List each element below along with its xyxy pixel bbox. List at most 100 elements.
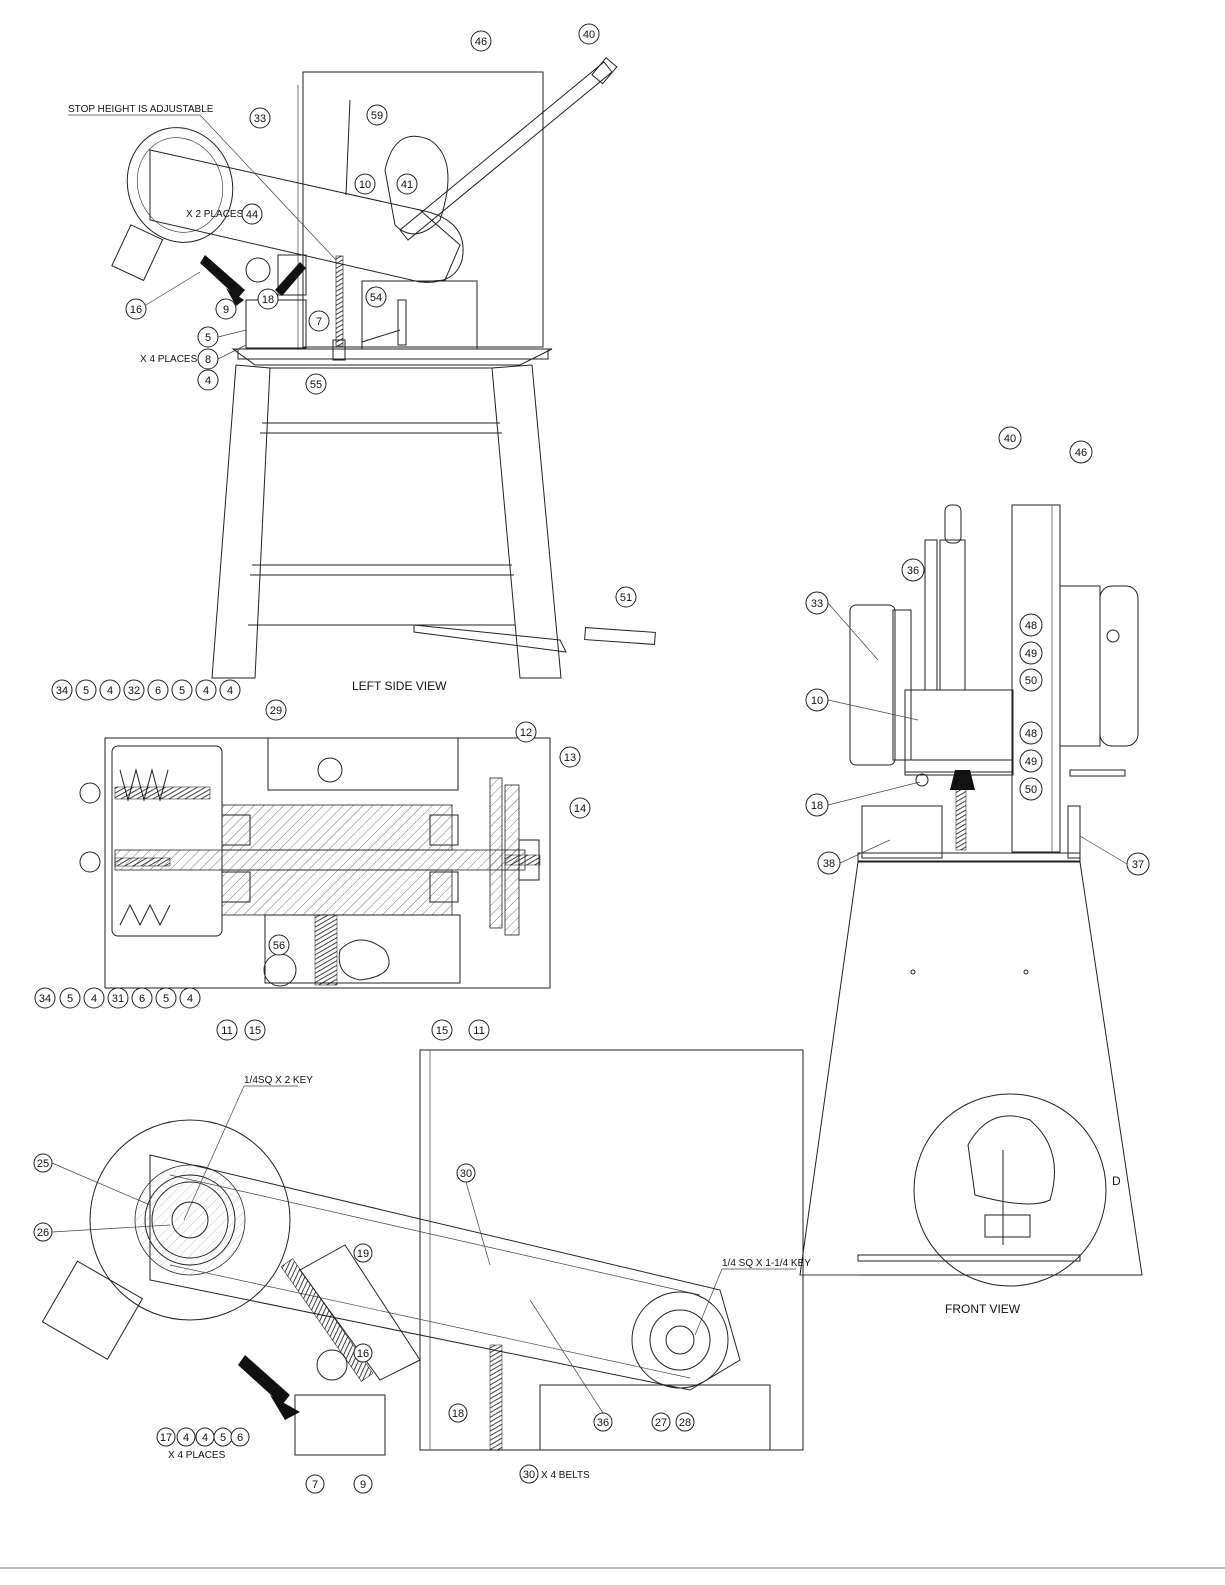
note-x2-places: X 2 PLACES: [186, 209, 244, 220]
svg-text:5: 5: [163, 993, 169, 1005]
balloon-8: 8: [197, 348, 219, 370]
svg-text:18: 18: [262, 294, 274, 306]
balloon-4: 4: [197, 369, 219, 391]
svg-text:50: 50: [1025, 784, 1037, 796]
svg-text:30: 30: [460, 1168, 472, 1180]
svg-text:46: 46: [475, 36, 487, 48]
sec-balloon-11: 11: [216, 1019, 238, 1041]
svg-text:48: 48: [1025, 620, 1037, 632]
svg-text:38: 38: [823, 858, 835, 870]
svg-text:14: 14: [574, 803, 586, 815]
det-balloon-27: 27: [651, 1412, 671, 1432]
svg-text:40: 40: [583, 29, 595, 41]
svg-text:5: 5: [179, 685, 185, 697]
det-balloon-19: 19: [353, 1243, 373, 1263]
det-balloon-5: 5: [213, 1427, 233, 1447]
sec-balloon-5d: 5: [155, 987, 177, 1009]
sec-balloon-12: 12: [515, 721, 537, 743]
svg-text:9: 9: [360, 1479, 366, 1491]
svg-text:7: 7: [316, 316, 322, 328]
det-balloon-9: 9: [353, 1474, 373, 1494]
svg-text:56: 56: [273, 940, 285, 952]
left-side-view-title: LEFT SIDE VIEW: [352, 679, 447, 693]
front-view: FRONT VIEW D 40 46 36 33 48 49 50 10 48 …: [799, 426, 1150, 1316]
det-balloon-30b: 30: [519, 1464, 539, 1484]
balloon-5: 5: [197, 326, 219, 348]
note-key-1-4sq-x2: 1/4SQ X 2 KEY: [244, 1075, 313, 1086]
front-balloon-50: 50: [1019, 668, 1043, 692]
svg-text:10: 10: [359, 179, 371, 191]
svg-text:26: 26: [37, 1227, 49, 1239]
svg-text:4: 4: [187, 993, 193, 1005]
svg-text:5: 5: [220, 1432, 226, 1444]
svg-text:28: 28: [679, 1417, 691, 1429]
svg-text:13: 13: [564, 752, 576, 764]
sec-balloon-11b: 11: [468, 1019, 490, 1041]
svg-text:10: 10: [811, 695, 823, 707]
svg-text:30: 30: [523, 1469, 535, 1481]
det-balloon-4b: 4: [195, 1427, 215, 1447]
balloon-9: 9: [215, 298, 237, 320]
svg-text:6: 6: [155, 685, 161, 697]
svg-text:55: 55: [310, 379, 322, 391]
sec-balloon-13: 13: [559, 746, 581, 768]
left-side-view: STOP HEIGHT IS ADJUSTABLE X 2 PLACES X 4…: [68, 23, 656, 693]
balloon-54: 54: [365, 286, 387, 308]
balloon-33: 33: [249, 107, 271, 129]
sec-balloon-5c: 5: [59, 987, 81, 1009]
svg-text:33: 33: [811, 598, 823, 610]
front-balloon-40: 40: [998, 426, 1022, 450]
svg-text:25: 25: [37, 1158, 49, 1170]
note-x4-belts: X 4 BELTS: [541, 1470, 590, 1481]
front-balloon-10: 10: [805, 688, 829, 712]
sec-balloon-14: 14: [569, 797, 591, 819]
balloon-55: 55: [305, 373, 327, 395]
svg-text:16: 16: [357, 1348, 369, 1360]
balloon-44: 44: [241, 203, 263, 225]
svg-text:36: 36: [907, 565, 919, 577]
svg-text:34: 34: [56, 685, 68, 697]
balloon-7: 7: [308, 310, 330, 332]
front-balloon-50b: 50: [1019, 777, 1043, 801]
det-balloon-6: 6: [230, 1427, 250, 1447]
sec-balloon-4b: 4: [195, 679, 217, 701]
sec-balloon-5: 5: [75, 679, 97, 701]
svg-text:5: 5: [205, 332, 211, 344]
sec-balloon-15: 15: [244, 1019, 266, 1041]
svg-text:44: 44: [246, 209, 258, 221]
front-balloon-49b: 49: [1019, 749, 1043, 773]
svg-text:59: 59: [371, 110, 383, 122]
svg-text:27: 27: [655, 1417, 667, 1429]
balloon-40: 40: [578, 23, 600, 45]
sec-balloon-15b: 15: [431, 1019, 453, 1041]
svg-text:17: 17: [160, 1432, 172, 1444]
sec-balloon-32: 32: [123, 679, 145, 701]
sec-balloon-6b: 6: [131, 987, 153, 1009]
sec-balloon-4e: 4: [179, 987, 201, 1009]
front-balloon-46: 46: [1069, 440, 1093, 464]
svg-text:41: 41: [401, 179, 413, 191]
svg-text:6: 6: [139, 993, 145, 1005]
balloon-59: 59: [366, 104, 388, 126]
front-balloon-48: 48: [1019, 613, 1043, 637]
sec-balloon-4: 4: [99, 679, 121, 701]
det-balloon-25: 25: [33, 1153, 53, 1173]
svg-text:34: 34: [39, 993, 51, 1005]
svg-text:15: 15: [249, 1025, 261, 1037]
sec-balloon-5b: 5: [171, 679, 193, 701]
front-balloon-49: 49: [1019, 641, 1043, 665]
front-balloon-36: 36: [901, 558, 925, 582]
balloon-18: 18: [257, 288, 279, 310]
det-balloon-17: 17: [156, 1427, 176, 1447]
svg-text:33: 33: [254, 113, 266, 125]
svg-text:18: 18: [452, 1408, 464, 1420]
svg-text:4: 4: [227, 685, 233, 697]
note-key-1-4sq-x1-1-4: 1/4 SQ X 1-1/4 KEY: [722, 1258, 811, 1269]
svg-text:7: 7: [312, 1479, 318, 1491]
svg-text:5: 5: [67, 993, 73, 1005]
front-view-title: FRONT VIEW: [945, 1302, 1021, 1316]
svg-text:46: 46: [1075, 447, 1087, 459]
svg-text:16: 16: [130, 304, 142, 316]
svg-text:54: 54: [370, 292, 382, 304]
svg-text:9: 9: [223, 304, 229, 316]
